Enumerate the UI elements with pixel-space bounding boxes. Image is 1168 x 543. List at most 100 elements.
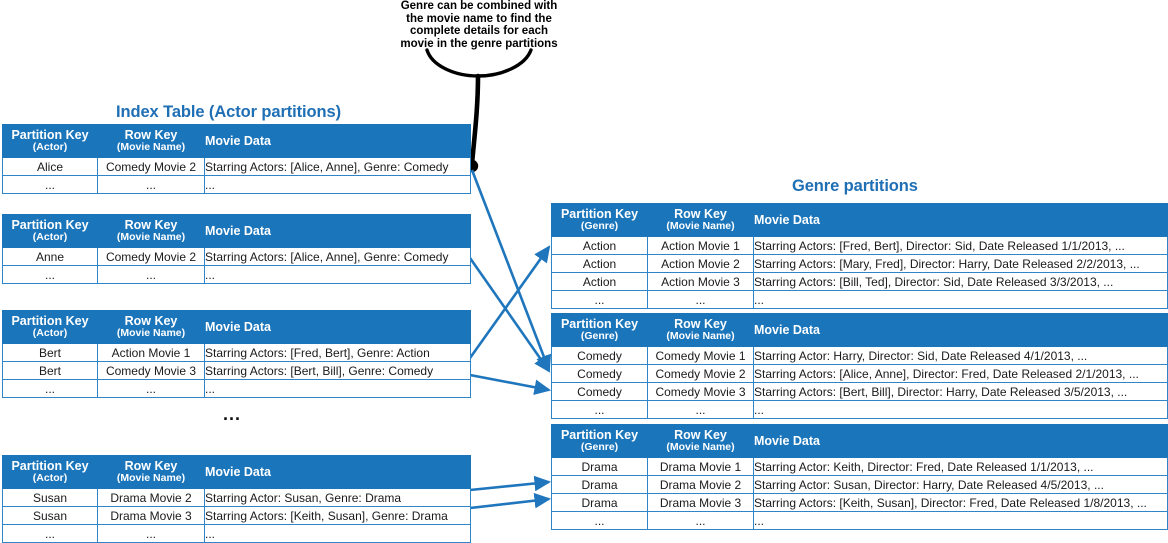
- col-row-key: Row Key (Movie Name): [647, 424, 754, 458]
- table-header-row: Partition Key (Actor) Row Key (Movie Nam…: [2, 455, 471, 489]
- col-partition-key: Partition Key (Actor): [2, 124, 98, 158]
- table-header-row: Partition Key (Actor) Row Key (Movie Nam…: [2, 214, 471, 248]
- left-section-title: Index Table (Actor partitions): [116, 103, 341, 121]
- arrow-bert-to-action1: [468, 245, 551, 359]
- cell-movie-data: Starring Actors: [Keith, Susan], Directo…: [753, 493, 1168, 512]
- col-movie-data: Movie Data: [753, 313, 1168, 347]
- cell-partition-key: Comedy: [551, 346, 648, 365]
- actor-partition-anne-table: Partition Key (Actor) Row Key (Movie Nam…: [2, 214, 471, 284]
- cell-partition-key: Alice: [2, 157, 98, 176]
- arrow-alice-to-comedy2: [470, 169, 552, 372]
- cell-movie-data: Starring Actors: [Keith, Susan], Genre: …: [204, 506, 471, 525]
- cell-row-key: Action Movie 3: [647, 272, 754, 291]
- cell-partition-key: ...: [551, 290, 648, 309]
- callout-leader-line: [469, 73, 481, 167]
- cell-movie-data: Starring Actor: Susan, Director: Harry, …: [753, 475, 1168, 494]
- col-movie-data: Movie Data: [204, 214, 471, 248]
- cell-row-key: Comedy Movie 2: [97, 247, 205, 266]
- cell-row-key: ...: [647, 511, 754, 530]
- cell-row-key: ...: [97, 524, 205, 543]
- table-row: Drama Drama Movie 1 Starring Actor: Keit…: [551, 457, 1168, 476]
- cell-movie-data: Starring Actors: [Bert, Bill], Genre: Co…: [204, 361, 471, 380]
- arrow-bert-to-comedy3: [469, 373, 552, 395]
- cell-movie-data: ...: [204, 175, 471, 194]
- cell-partition-key: Action: [551, 272, 648, 291]
- callout-note: Genre can be combined with the movie nam…: [400, 0, 558, 50]
- genre-partition-drama-table: Partition Key (Genre) Row Key (Movie Nam…: [551, 424, 1168, 530]
- cell-movie-data: ...: [753, 400, 1168, 419]
- cell-movie-data: Starring Actors: [Bill, Ted], Director: …: [753, 272, 1168, 291]
- table-row: Bert Comedy Movie 3 Starring Actors: [Be…: [2, 361, 471, 380]
- cell-movie-data: Starring Actor: Susan, Genre: Drama: [204, 488, 471, 507]
- cell-row-key: Comedy Movie 1: [647, 346, 754, 365]
- cell-movie-data: Starring Actors: [Mary, Fred], Director:…: [753, 254, 1168, 273]
- col-movie-data: Movie Data: [753, 203, 1168, 237]
- cell-row-key: ...: [97, 265, 205, 284]
- cell-row-key: Drama Movie 2: [97, 488, 205, 507]
- table-row: Susan Drama Movie 3 Starring Actors: [Ke…: [2, 506, 471, 525]
- table-row: ... ... ...: [2, 265, 471, 284]
- right-section-title: Genre partitions: [792, 177, 918, 195]
- col-movie-data: Movie Data: [204, 455, 471, 489]
- cell-partition-key: ...: [2, 524, 98, 543]
- cell-movie-data: Starring Actors: [Alice, Anne], Genre: C…: [204, 157, 471, 176]
- cell-partition-key: Susan: [2, 506, 98, 525]
- table-row: Anne Comedy Movie 2 Starring Actors: [Al…: [2, 247, 471, 266]
- col-partition-key: Partition Key (Genre): [551, 313, 648, 347]
- cell-movie-data: Starring Actors: [Alice, Anne], Director…: [753, 364, 1168, 383]
- cell-partition-key: Susan: [2, 488, 98, 507]
- cell-partition-key: Drama: [551, 475, 648, 494]
- cell-movie-data: Starring Actor: Harry, Director: Sid, Da…: [753, 346, 1168, 365]
- cell-partition-key: ...: [551, 511, 648, 530]
- table-row: ... ... ...: [2, 175, 471, 194]
- cell-partition-key: Action: [551, 236, 648, 255]
- table-row: ... ... ...: [2, 524, 471, 543]
- table-header-row: Partition Key (Genre) Row Key (Movie Nam…: [551, 424, 1168, 458]
- table-row: Action Action Movie 1 Starring Actors: […: [551, 236, 1168, 255]
- cell-movie-data: ...: [204, 379, 471, 398]
- table-row: ... ... ...: [551, 290, 1168, 309]
- table-row: Drama Drama Movie 3 Starring Actors: [Ke…: [551, 493, 1168, 512]
- cell-movie-data: Starring Actors: [Bert, Bill], Director:…: [753, 382, 1168, 401]
- table-row: Susan Drama Movie 2 Starring Actor: Susa…: [2, 488, 471, 507]
- cell-movie-data: ...: [753, 290, 1168, 309]
- col-row-key: Row Key (Movie Name): [647, 203, 754, 237]
- table-row: ... ... ...: [2, 379, 471, 398]
- cell-row-key: Drama Movie 2: [647, 475, 754, 494]
- genre-partition-comedy-table: Partition Key (Genre) Row Key (Movie Nam…: [551, 313, 1168, 419]
- table-header-row: Partition Key (Actor) Row Key (Movie Nam…: [2, 310, 471, 344]
- col-row-key: Row Key (Movie Name): [97, 310, 205, 344]
- cell-row-key: Drama Movie 3: [97, 506, 205, 525]
- cell-partition-key: Comedy: [551, 382, 648, 401]
- actor-partition-susan-table: Partition Key (Actor) Row Key (Movie Nam…: [2, 455, 471, 543]
- table-row: Comedy Comedy Movie 2 Starring Actors: […: [551, 364, 1168, 383]
- cell-row-key: Drama Movie 1: [647, 457, 754, 476]
- table-header-row: Partition Key (Genre) Row Key (Movie Nam…: [551, 203, 1168, 237]
- table-row: Comedy Comedy Movie 1 Starring Actor: Ha…: [551, 346, 1168, 365]
- col-partition-key: Partition Key (Actor): [2, 214, 98, 248]
- cell-row-key: ...: [97, 175, 205, 194]
- actor-partition-alice-table: Partition Key (Actor) Row Key (Movie Nam…: [2, 124, 471, 194]
- actor-partition-bert-table: Partition Key (Actor) Row Key (Movie Nam…: [2, 310, 471, 398]
- col-row-key: Row Key (Movie Name): [97, 124, 205, 158]
- cell-partition-key: Anne: [2, 247, 98, 266]
- cell-partition-key: ...: [551, 400, 648, 419]
- col-row-key: Row Key (Movie Name): [97, 455, 205, 489]
- cell-row-key: ...: [97, 379, 205, 398]
- cell-movie-data: Starring Actors: [Alice, Anne], Genre: C…: [204, 247, 471, 266]
- cell-partition-key: ...: [2, 265, 98, 284]
- cell-row-key: Action Movie 1: [97, 343, 205, 362]
- col-partition-key: Partition Key (Actor): [2, 310, 98, 344]
- table-row: ... ... ...: [551, 511, 1168, 530]
- table-row: Bert Action Movie 1 Starring Actors: [Fr…: [2, 343, 471, 362]
- col-movie-data: Movie Data: [204, 124, 471, 158]
- cell-partition-key: Drama: [551, 493, 648, 512]
- cell-row-key: ...: [647, 290, 754, 309]
- table-header-row: Partition Key (Genre) Row Key (Movie Nam…: [551, 313, 1168, 347]
- genre-partition-action-table: Partition Key (Genre) Row Key (Movie Nam…: [551, 203, 1168, 309]
- cell-row-key: Action Movie 2: [647, 254, 754, 273]
- cell-row-key: Comedy Movie 3: [647, 382, 754, 401]
- col-partition-key: Partition Key (Actor): [2, 455, 98, 489]
- cell-row-key: Action Movie 1: [647, 236, 754, 255]
- cell-row-key: Comedy Movie 3: [97, 361, 205, 380]
